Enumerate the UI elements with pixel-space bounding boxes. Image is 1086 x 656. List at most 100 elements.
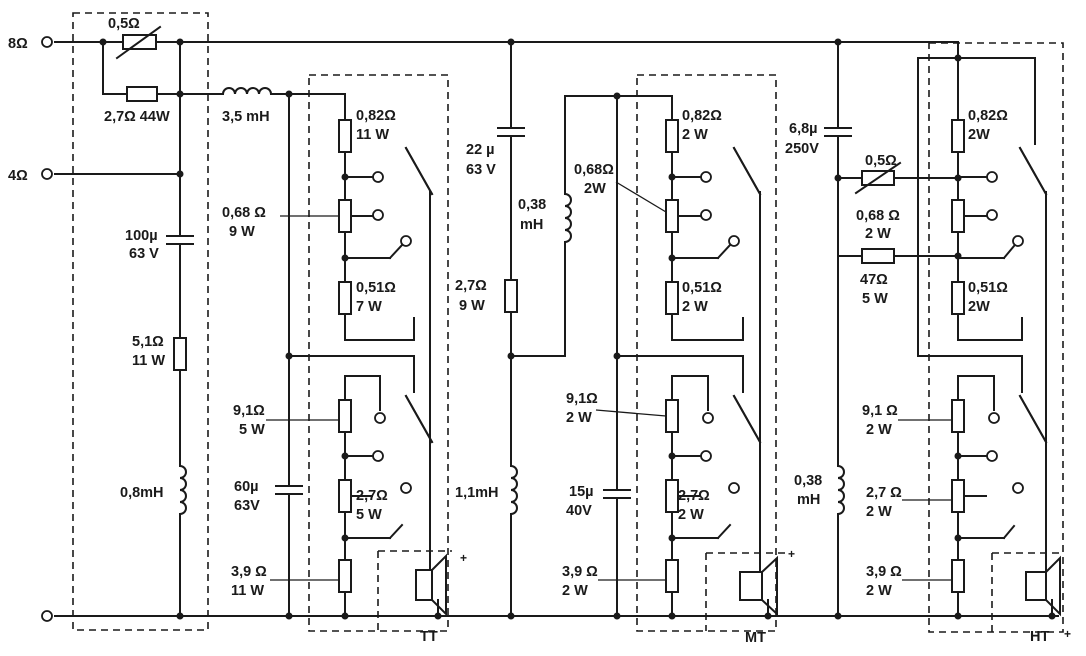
ht-r4-pow: 2 W bbox=[866, 422, 892, 438]
ht-speaker-plus: + bbox=[1064, 627, 1071, 641]
ht-r3-pow: 2W bbox=[968, 299, 990, 315]
tt-resistor-3-9 bbox=[338, 559, 352, 593]
mt-speaker-icon bbox=[761, 555, 778, 617]
tt-r5-pow: 5 W bbox=[356, 507, 382, 523]
mt-r1-pow: 2 W bbox=[682, 127, 708, 143]
ht-r6-val: 3,9 Ω bbox=[866, 564, 902, 580]
tt-speaker-plus: + bbox=[460, 551, 467, 565]
input-network-box bbox=[72, 12, 209, 631]
label-ind-mt-a: 0,38 bbox=[518, 197, 546, 213]
mt-r2-pow: 2W bbox=[584, 181, 606, 197]
mt-r6-val: 3,9 Ω bbox=[562, 564, 598, 580]
ht-resistor-3-9 bbox=[951, 559, 965, 593]
label-res-5-1-b: 11 W bbox=[132, 353, 165, 369]
ht-filter bbox=[824, 41, 1036, 617]
tt-resistor-2-7 bbox=[338, 479, 352, 513]
tt-r6-val: 3,9 Ω bbox=[231, 564, 267, 580]
mt-r2-val: 0,68Ω bbox=[574, 162, 614, 178]
tt-switch-box bbox=[308, 74, 449, 632]
ht-resistor-0-82 bbox=[951, 119, 965, 153]
tt-contact-4 bbox=[374, 412, 386, 424]
label-ht-res-b-b: 5 W bbox=[862, 291, 888, 307]
tt-r2-pow: 9 W bbox=[229, 224, 255, 240]
terminal-4ohm bbox=[41, 168, 53, 180]
tt-r1-val: 0,82Ω bbox=[356, 108, 396, 124]
ht-contact-2 bbox=[986, 209, 998, 221]
tt-r3-pow: 7 W bbox=[356, 299, 382, 315]
tt-r4-pow: 5 W bbox=[239, 422, 265, 438]
ht-r1-pow: 2W bbox=[968, 127, 990, 143]
ht-contact-3 bbox=[1012, 235, 1024, 247]
tt-contact-6 bbox=[400, 482, 412, 494]
mt-r3-pow: 2 W bbox=[682, 299, 708, 315]
tt-speaker-icon bbox=[431, 553, 447, 617]
label-cap-100-b: 63 V bbox=[129, 246, 159, 262]
mt-contact-4 bbox=[702, 412, 714, 424]
ht-r4-val: 9,1 Ω bbox=[862, 403, 898, 419]
tt-contact-3 bbox=[400, 235, 412, 247]
ht-resistor-2-7 bbox=[951, 479, 965, 513]
ht-speaker-label: HT bbox=[1030, 629, 1049, 645]
label-8ohm: 8Ω bbox=[8, 36, 28, 52]
ht-r5-val: 2,7 Ω bbox=[866, 485, 902, 501]
mt-resistor-0-51 bbox=[665, 281, 679, 315]
tt-r5-val: 2,7Ω bbox=[356, 488, 388, 504]
mt-r5-pow: 2 W bbox=[678, 507, 704, 523]
mt-resistor-9-1 bbox=[665, 399, 679, 433]
tt-r2-val: 0,68 Ω bbox=[222, 205, 266, 221]
mt-contact-2 bbox=[700, 209, 712, 221]
label-cap-22-b: 63 V bbox=[466, 162, 496, 178]
resistor-2-7-44w bbox=[126, 86, 158, 102]
resistor-5-1 bbox=[173, 337, 187, 371]
label-4ohm: 4Ω bbox=[8, 168, 28, 184]
tt-r4-val: 9,1Ω bbox=[233, 403, 265, 419]
mt-resistor-0-82 bbox=[665, 119, 679, 153]
rails bbox=[54, 41, 1059, 617]
tt-resistor-9-1 bbox=[338, 399, 352, 433]
ht-r6-pow: 2 W bbox=[866, 583, 892, 599]
mt-resistor-3-9 bbox=[665, 559, 679, 593]
mt-r6-pow: 2 W bbox=[562, 583, 588, 599]
mt-speaker-label: MT bbox=[745, 630, 766, 646]
tt-speaker-label: TT bbox=[420, 629, 438, 645]
label-ht-res-a-a: 0,68 Ω bbox=[856, 208, 900, 224]
label-cap-22-a: 22 µ bbox=[466, 142, 495, 158]
terminal-common bbox=[41, 610, 53, 622]
inductor-0-38mh-ht bbox=[836, 464, 845, 516]
tt-attenuator bbox=[338, 93, 452, 631]
mt-switch-box bbox=[636, 74, 777, 632]
ht-resistor-0-51 bbox=[951, 281, 965, 315]
tt-speaker-magnet bbox=[415, 569, 433, 601]
label-ind-ht-b: mH bbox=[797, 492, 820, 508]
terminal-8ohm bbox=[41, 36, 53, 48]
label-cap-60-b: 63V bbox=[234, 498, 260, 514]
label-ind-ht-a: 0,38 bbox=[794, 473, 822, 489]
label-cap-60-a: 60µ bbox=[234, 479, 258, 495]
junction-dots bbox=[99, 38, 1056, 620]
mt-contact-6 bbox=[728, 482, 740, 494]
ht-wiper-2-inner bbox=[1018, 394, 1048, 444]
tt-wiper-2-inner bbox=[404, 394, 434, 444]
label-ind-3-5: 3,5 mH bbox=[222, 109, 270, 125]
label-res-5-1-a: 5,1Ω bbox=[132, 334, 164, 350]
label-cap-100-a: 100µ bbox=[125, 228, 158, 244]
label-ind-0-8: 0,8mH bbox=[120, 485, 164, 501]
tt-r6-pow: 11 W bbox=[231, 583, 264, 599]
ht-contact-1 bbox=[986, 171, 998, 183]
tt-resistor-0-82 bbox=[338, 119, 352, 153]
tt-contact-5 bbox=[372, 450, 384, 462]
label-cap-15-b: 40V bbox=[566, 503, 592, 519]
label-res-44w: 2,7Ω 44W bbox=[104, 109, 170, 125]
inductor-0-8mh bbox=[178, 464, 187, 516]
ht-r1-val: 0,82Ω bbox=[968, 108, 1008, 124]
tt-wiper-1-inner bbox=[404, 146, 434, 196]
mt-contact-3 bbox=[728, 235, 740, 247]
mt-resistor-2-7 bbox=[665, 479, 679, 513]
label-res-2-7-9w-b: 9 W bbox=[459, 298, 485, 314]
mt-contact-1 bbox=[700, 171, 712, 183]
mt-r3-val: 0,51Ω bbox=[682, 280, 722, 296]
label-cap-6-8-b: 250V bbox=[785, 141, 819, 157]
label-ht-res-a-b: 2 W bbox=[865, 226, 891, 242]
